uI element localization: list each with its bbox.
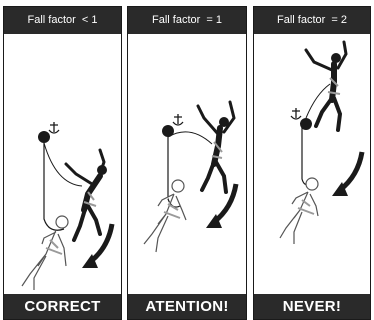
panel-header: Fall factor = 1	[128, 7, 246, 34]
fallen-climber-figure	[280, 178, 318, 244]
anchor-icon	[49, 122, 59, 133]
fall-scene-illustration	[4, 34, 121, 296]
panel-fall-factor-less-than-1: Fall factor < 1 CORR	[3, 6, 122, 320]
climber-figure	[198, 102, 234, 192]
panel-fall-factor-equal-1: Fall factor = 1 ATENTION!	[127, 6, 247, 320]
panel-footer-verdict: CORRECT	[4, 294, 121, 319]
panel-header: Fall factor = 2	[254, 7, 370, 34]
fall-scene-illustration	[128, 34, 246, 296]
rope	[302, 124, 308, 184]
fall-arrow	[206, 184, 236, 228]
anchor-icon	[291, 108, 301, 119]
panel-fall-factor-equal-2: Fall factor = 2 NEVER!	[253, 6, 371, 320]
panel-footer-verdict: NEVER!	[254, 294, 370, 319]
climber-figure	[66, 150, 107, 240]
panel-footer-verdict: ATENTION!	[128, 294, 246, 319]
fall-scene-illustration	[254, 34, 370, 296]
climber-figure	[306, 42, 346, 130]
anchor-icon	[173, 114, 183, 125]
panel-header: Fall factor < 1	[4, 7, 121, 34]
fallen-climber-figure	[144, 180, 186, 252]
fall-arrow	[332, 152, 362, 196]
bolt-ring	[38, 131, 50, 143]
fallen-climber-figure	[22, 216, 68, 290]
